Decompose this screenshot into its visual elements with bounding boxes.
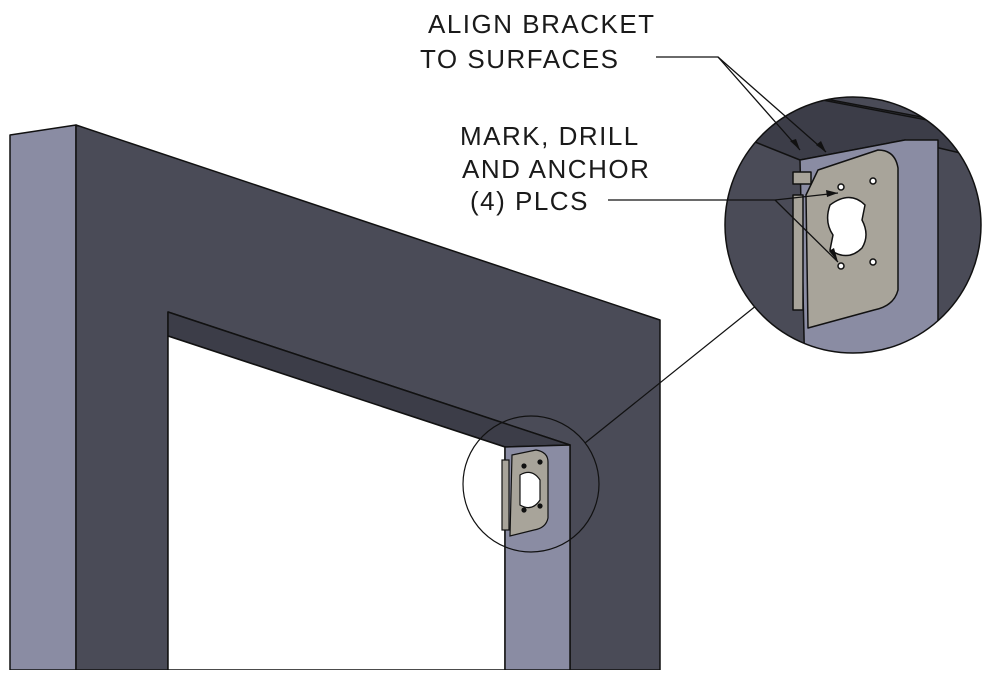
detail-source-circle	[462, 415, 600, 553]
anchor-hole-1	[521, 463, 527, 469]
callout-mark-line2: AND ANCHOR	[462, 154, 650, 184]
anchor-hole-4	[537, 503, 543, 509]
anchor-hole-3	[521, 507, 527, 513]
detail-view-border	[724, 96, 982, 354]
callout-mark-line1: MARK, DRILL	[460, 121, 640, 151]
callout-mark-arrow-2	[829, 248, 838, 262]
callout-mark-arrow-1	[826, 190, 838, 197]
detail-bracket-cutout	[826, 196, 867, 257]
anchor-hole-2	[537, 459, 543, 465]
detail-leader-line	[584, 304, 758, 444]
callout-align-arrow-1	[790, 139, 800, 150]
callout-align-line2: TO SURFACES	[420, 44, 620, 74]
left-jamb-side-face	[9, 124, 77, 671]
bracket-cutout	[519, 471, 541, 509]
door-frame	[9, 124, 661, 671]
callout-align-line1: ALIGN BRACKET	[428, 9, 656, 39]
callout-mark-drill: MARK, DRILL AND ANCHOR (4) PLCS	[460, 121, 839, 263]
callout-align-arrow-2	[816, 141, 826, 152]
callout-mark-line3: (4) PLCS	[470, 186, 589, 216]
corner-bracket	[501, 449, 549, 537]
detail-bracket-tab	[792, 171, 812, 185]
detail-view	[724, 96, 982, 354]
detail-bracket-flange	[792, 194, 804, 311]
bracket-flange	[501, 459, 510, 531]
callout-align-bracket: ALIGN BRACKET TO SURFACES	[420, 9, 827, 153]
